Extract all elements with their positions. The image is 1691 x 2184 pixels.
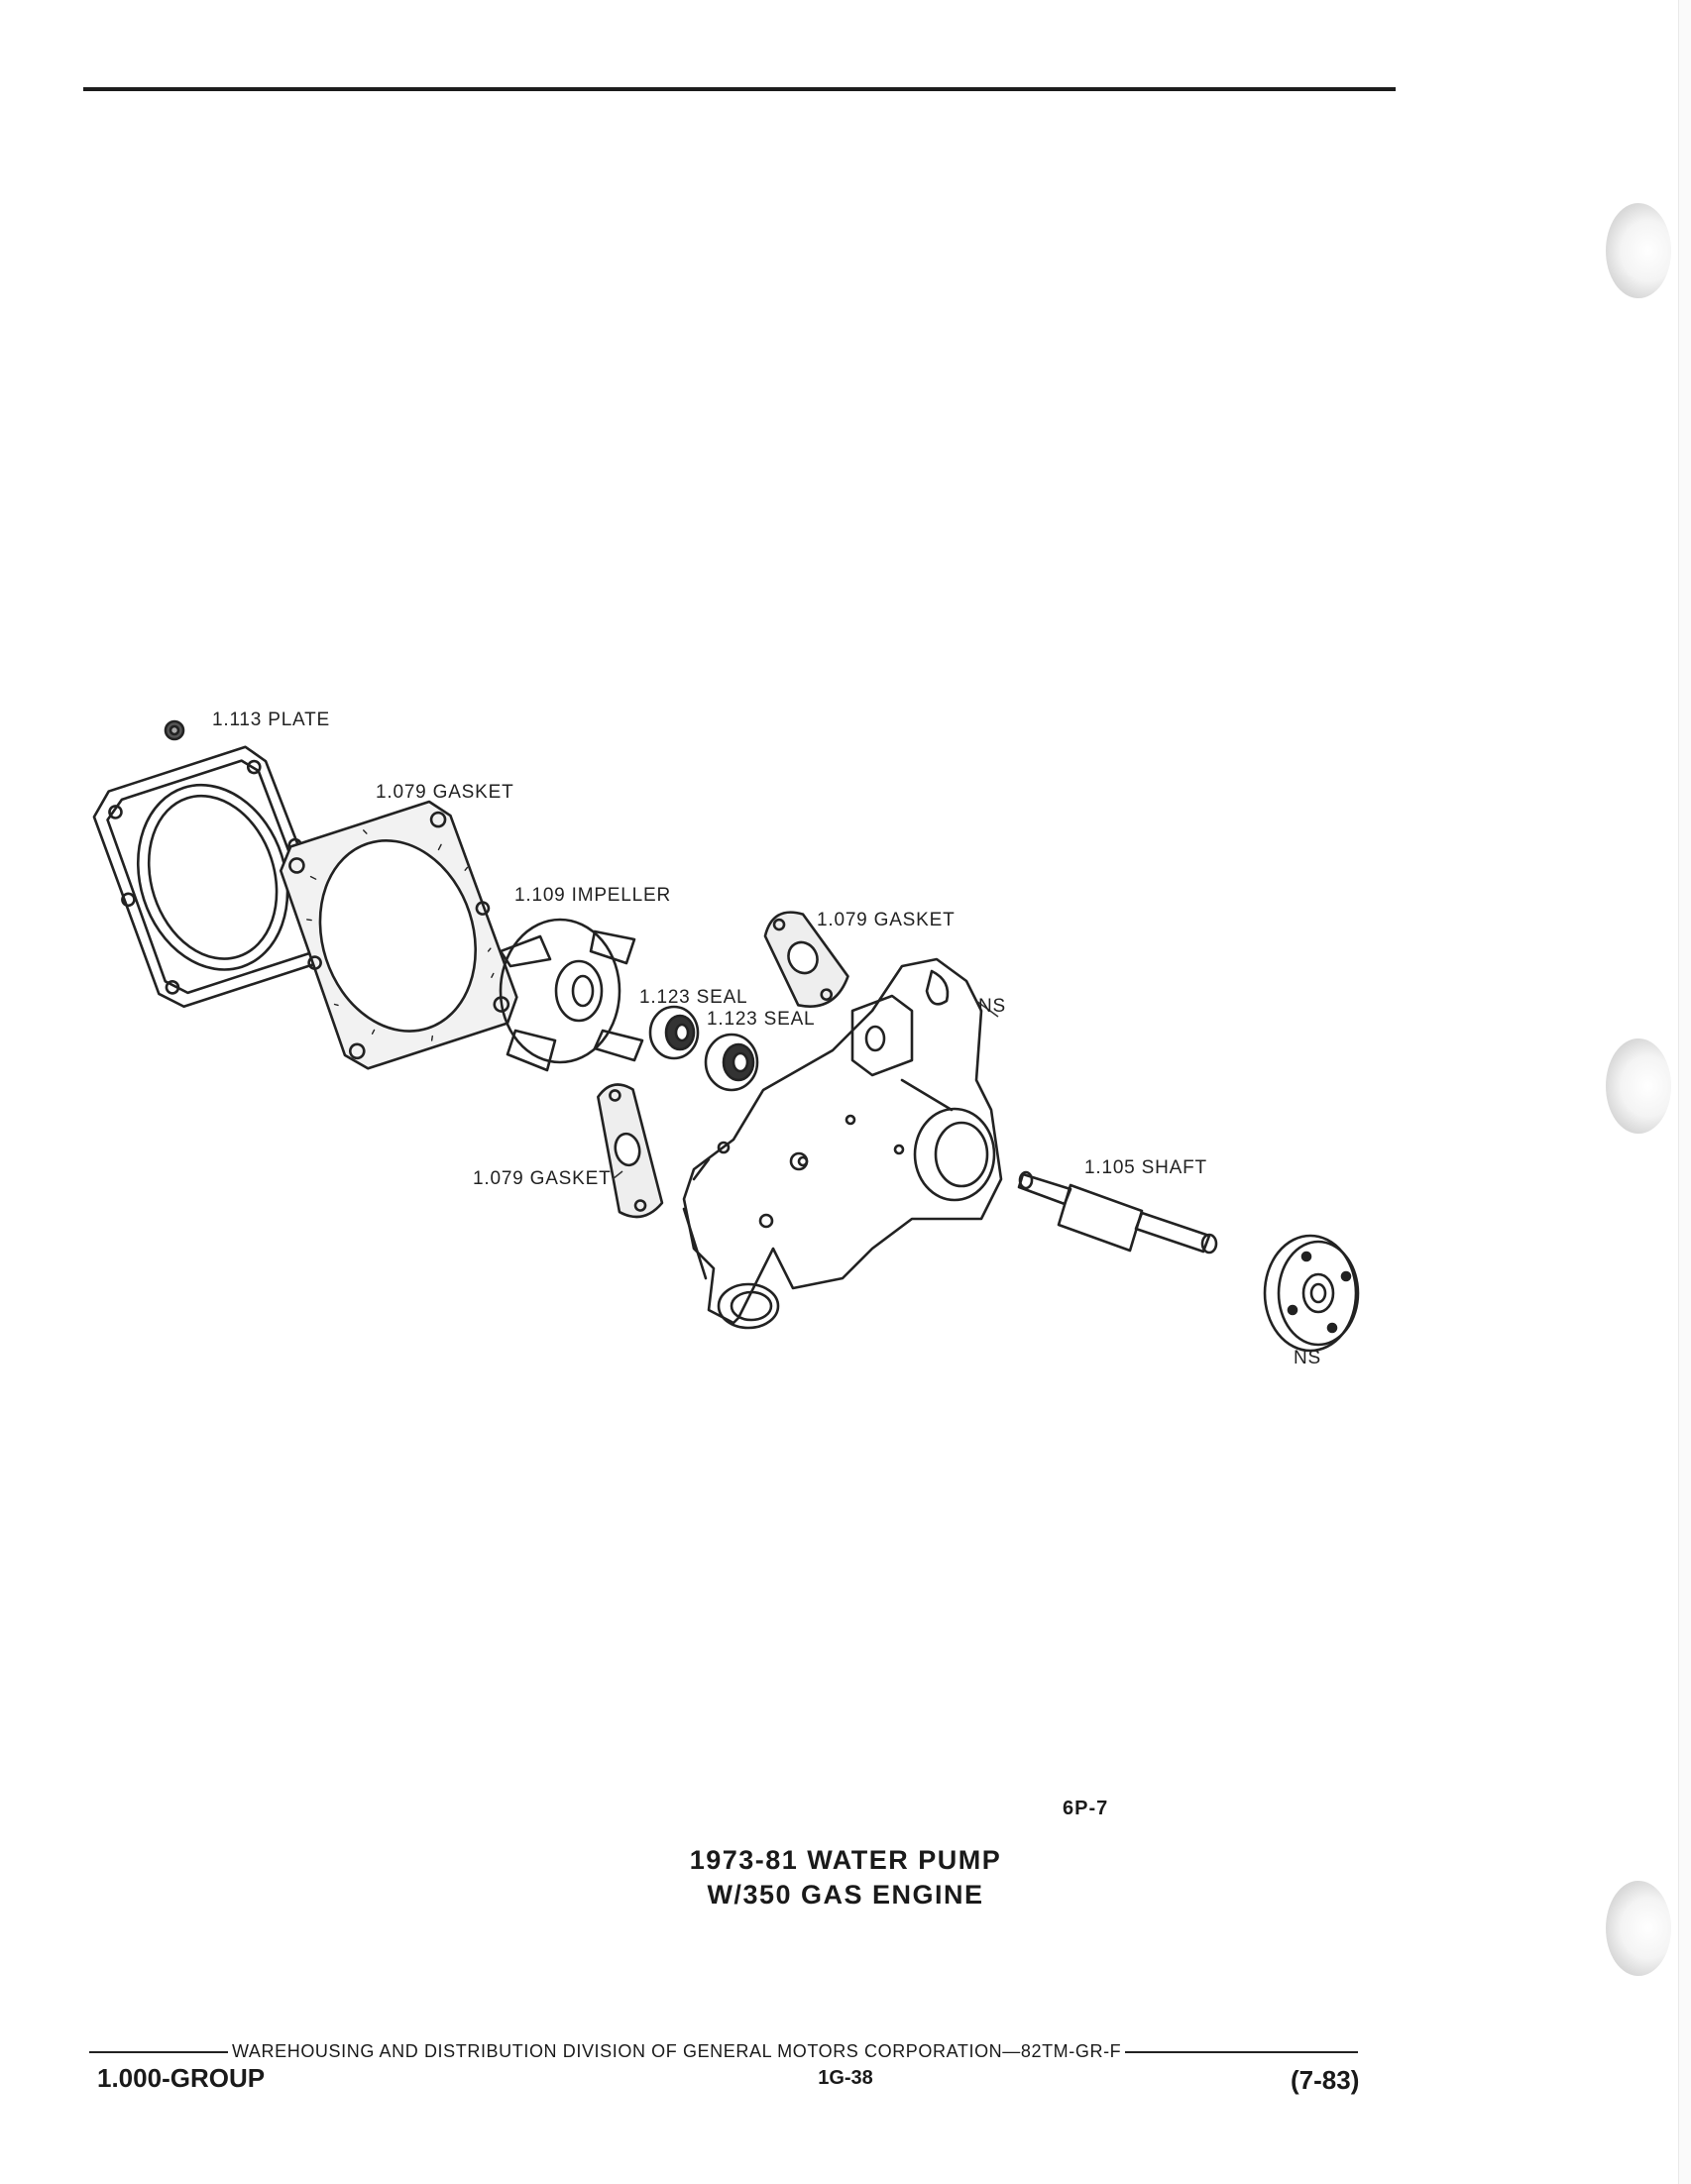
label-gasket-main: 1.079 GASKET <box>376 782 514 803</box>
figure-reference: 6P-7 <box>1063 1798 1109 1819</box>
gasket-upper-part <box>763 911 849 1008</box>
footer-dash-right <box>1125 2050 1358 2053</box>
seal-a-part <box>648 1005 700 1060</box>
plate-screw-part <box>164 719 185 741</box>
shaft-part <box>1017 1170 1218 1255</box>
label-seal-a: 1.123 SEAL <box>639 987 748 1008</box>
footer-division-text: WAREHOUSING AND DISTRIBUTION DIVISION OF… <box>232 2041 1122 2061</box>
impeller-part <box>499 918 644 1072</box>
figure-title-line2: W/350 GAS ENGINE <box>707 1880 984 1910</box>
label-ns-hub: NS <box>1294 1348 1321 1368</box>
pump-housing-part <box>682 957 1003 1330</box>
footer-page-number: 1G-38 <box>818 2067 873 2089</box>
header-rule <box>83 87 1396 91</box>
seal-b-part <box>704 1033 759 1092</box>
page-edge <box>1678 0 1691 2184</box>
footer-group: 1.000-GROUP <box>97 2063 266 2093</box>
label-gasket-upper: 1.079 GASKET <box>817 910 956 930</box>
punch-hole-bottom <box>1606 1881 1671 1976</box>
punch-hole-top <box>1606 203 1671 298</box>
footer-dash-left <box>89 2050 228 2053</box>
figure-title-line1: 1973-81 WATER PUMP <box>689 1845 1002 1875</box>
label-gasket-lower: 1.079 GASKET <box>473 1168 612 1189</box>
footer-revision: (7-83) <box>1291 2065 1360 2095</box>
hub-part <box>1263 1234 1360 1353</box>
label-plate: 1.113 PLATE <box>212 710 330 730</box>
footer-division-line: WAREHOUSING AND DISTRIBUTION DIVISION OF… <box>89 2041 1358 2062</box>
gasket-lower-part <box>597 1083 664 1219</box>
label-ns-housing: NS <box>978 996 1006 1017</box>
label-shaft: 1.105 SHAFT <box>1084 1157 1207 1178</box>
punch-hole-middle <box>1606 1038 1671 1134</box>
label-impeller: 1.109 IMPELLER <box>514 885 672 906</box>
gasket-main-part <box>279 800 518 1070</box>
label-seal-b: 1.123 SEAL <box>707 1009 816 1030</box>
